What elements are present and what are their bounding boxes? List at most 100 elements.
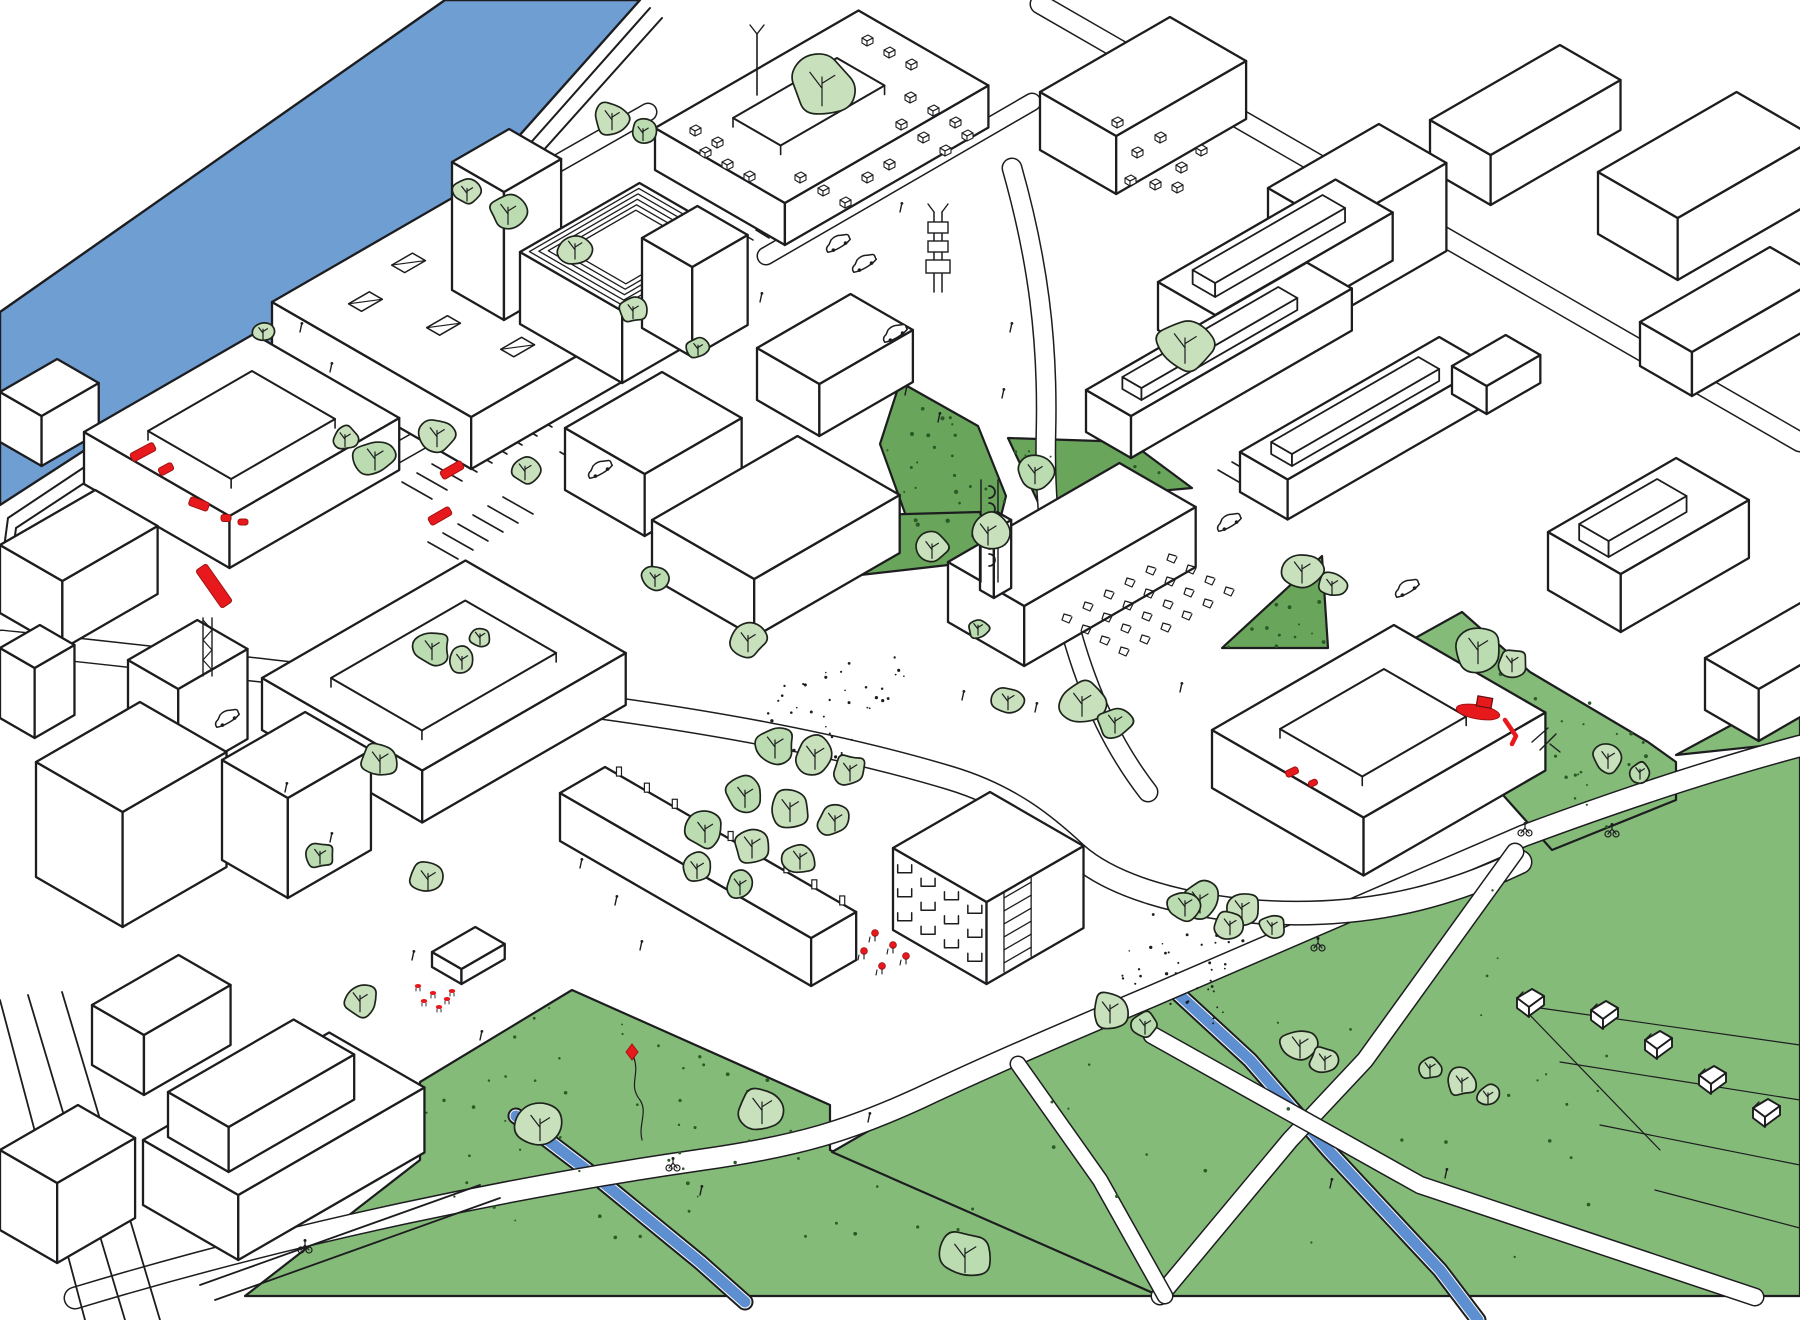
building-topright-d-roof bbox=[1596, 90, 1800, 220]
umbrella bbox=[902, 952, 910, 960]
bike-racks bbox=[1061, 553, 1235, 657]
bench bbox=[904, 91, 917, 104]
building-topright-d bbox=[1596, 90, 1800, 282]
building-right-slab-a-roofbox-roof bbox=[1191, 194, 1346, 284]
bench bbox=[743, 170, 756, 183]
building-pocket-neighbor-roofbox-roof bbox=[1578, 478, 1688, 542]
tree bbox=[1213, 910, 1245, 940]
house bbox=[1698, 1065, 1727, 1095]
person bbox=[1035, 702, 1039, 705]
building-mid-north-roof bbox=[755, 292, 915, 386]
tree bbox=[734, 828, 770, 864]
cyclist bbox=[665, 1157, 681, 1172]
cyclist bbox=[1517, 822, 1533, 837]
bench bbox=[711, 136, 724, 149]
tree bbox=[343, 984, 377, 1019]
building-mid-north bbox=[755, 292, 915, 438]
bench bbox=[839, 196, 852, 209]
person bbox=[760, 292, 764, 295]
building-corner-sw bbox=[0, 1103, 137, 1265]
tree bbox=[938, 1230, 991, 1277]
building-right-edge-roof bbox=[1638, 245, 1800, 354]
tree bbox=[1258, 914, 1285, 940]
bench bbox=[699, 146, 712, 159]
building-cube-rear-roof bbox=[126, 618, 249, 691]
building-right-edge bbox=[1638, 245, 1800, 398]
car bbox=[214, 708, 241, 728]
tree bbox=[780, 843, 816, 874]
person bbox=[1010, 322, 1014, 325]
tree bbox=[682, 851, 712, 882]
tree bbox=[332, 424, 360, 450]
ditches bbox=[507, 981, 1487, 1320]
tree bbox=[513, 1102, 563, 1146]
tree bbox=[1455, 627, 1500, 674]
bench bbox=[961, 129, 974, 142]
cow bbox=[429, 991, 437, 995]
tree bbox=[251, 322, 276, 342]
tree bbox=[618, 296, 648, 323]
building-plinth-box-roof bbox=[166, 1018, 356, 1129]
building-topright-a-roof bbox=[1038, 15, 1248, 138]
person bbox=[962, 690, 966, 693]
bench bbox=[895, 118, 908, 131]
tree bbox=[489, 193, 529, 230]
building-left-slab-roof bbox=[0, 488, 159, 583]
tree bbox=[1017, 454, 1056, 491]
tree bbox=[640, 565, 670, 592]
cow bbox=[420, 999, 428, 1003]
car bbox=[851, 253, 878, 273]
lamp-pole bbox=[749, 24, 765, 96]
cyclist bbox=[1604, 823, 1620, 838]
building-mid-b bbox=[650, 434, 901, 639]
tree bbox=[816, 803, 850, 836]
tree bbox=[351, 441, 397, 476]
tree bbox=[304, 842, 334, 869]
red-vehicle bbox=[188, 496, 210, 512]
person bbox=[1445, 1168, 1449, 1171]
playground-cabin bbox=[1475, 695, 1494, 710]
bench bbox=[905, 58, 918, 71]
kite-diamond bbox=[625, 1043, 639, 1061]
farm-houses bbox=[1516, 988, 1781, 1128]
house bbox=[1516, 988, 1545, 1018]
tree bbox=[754, 727, 793, 766]
person bbox=[1002, 388, 1006, 391]
tree bbox=[771, 788, 809, 829]
red-vehicle bbox=[129, 442, 157, 462]
person bbox=[615, 895, 619, 898]
building-left-edge-c bbox=[0, 623, 76, 740]
building-pavilion-roof bbox=[430, 925, 506, 971]
umbrella bbox=[860, 947, 868, 955]
cow bbox=[448, 989, 456, 993]
tree bbox=[594, 101, 631, 136]
car bbox=[587, 459, 614, 479]
building-long-wing bbox=[558, 765, 858, 988]
tree bbox=[408, 861, 444, 892]
people bbox=[284, 202, 1449, 1196]
tree bbox=[417, 419, 457, 454]
tree bbox=[1058, 679, 1108, 723]
bench bbox=[861, 34, 874, 47]
cars bbox=[214, 233, 1421, 728]
tree bbox=[726, 869, 754, 899]
bench bbox=[861, 171, 874, 184]
building-pavilion bbox=[430, 925, 506, 986]
bench bbox=[1149, 178, 1162, 191]
person bbox=[285, 782, 289, 785]
cyclists bbox=[297, 822, 1620, 1254]
tree bbox=[451, 177, 483, 205]
building-mid-a-roof bbox=[563, 370, 743, 476]
tree bbox=[1280, 554, 1326, 589]
person bbox=[480, 1030, 484, 1033]
building-right-slab-c-roofbox-roof bbox=[1270, 356, 1441, 455]
cow bbox=[435, 1005, 443, 1009]
tree bbox=[1130, 1010, 1158, 1039]
building-plinth-rear bbox=[90, 953, 232, 1097]
tree bbox=[1278, 1030, 1319, 1061]
tree bbox=[1166, 891, 1202, 923]
building-plinth-rear-roof bbox=[90, 953, 232, 1037]
field-division-lines bbox=[1524, 1007, 1800, 1229]
